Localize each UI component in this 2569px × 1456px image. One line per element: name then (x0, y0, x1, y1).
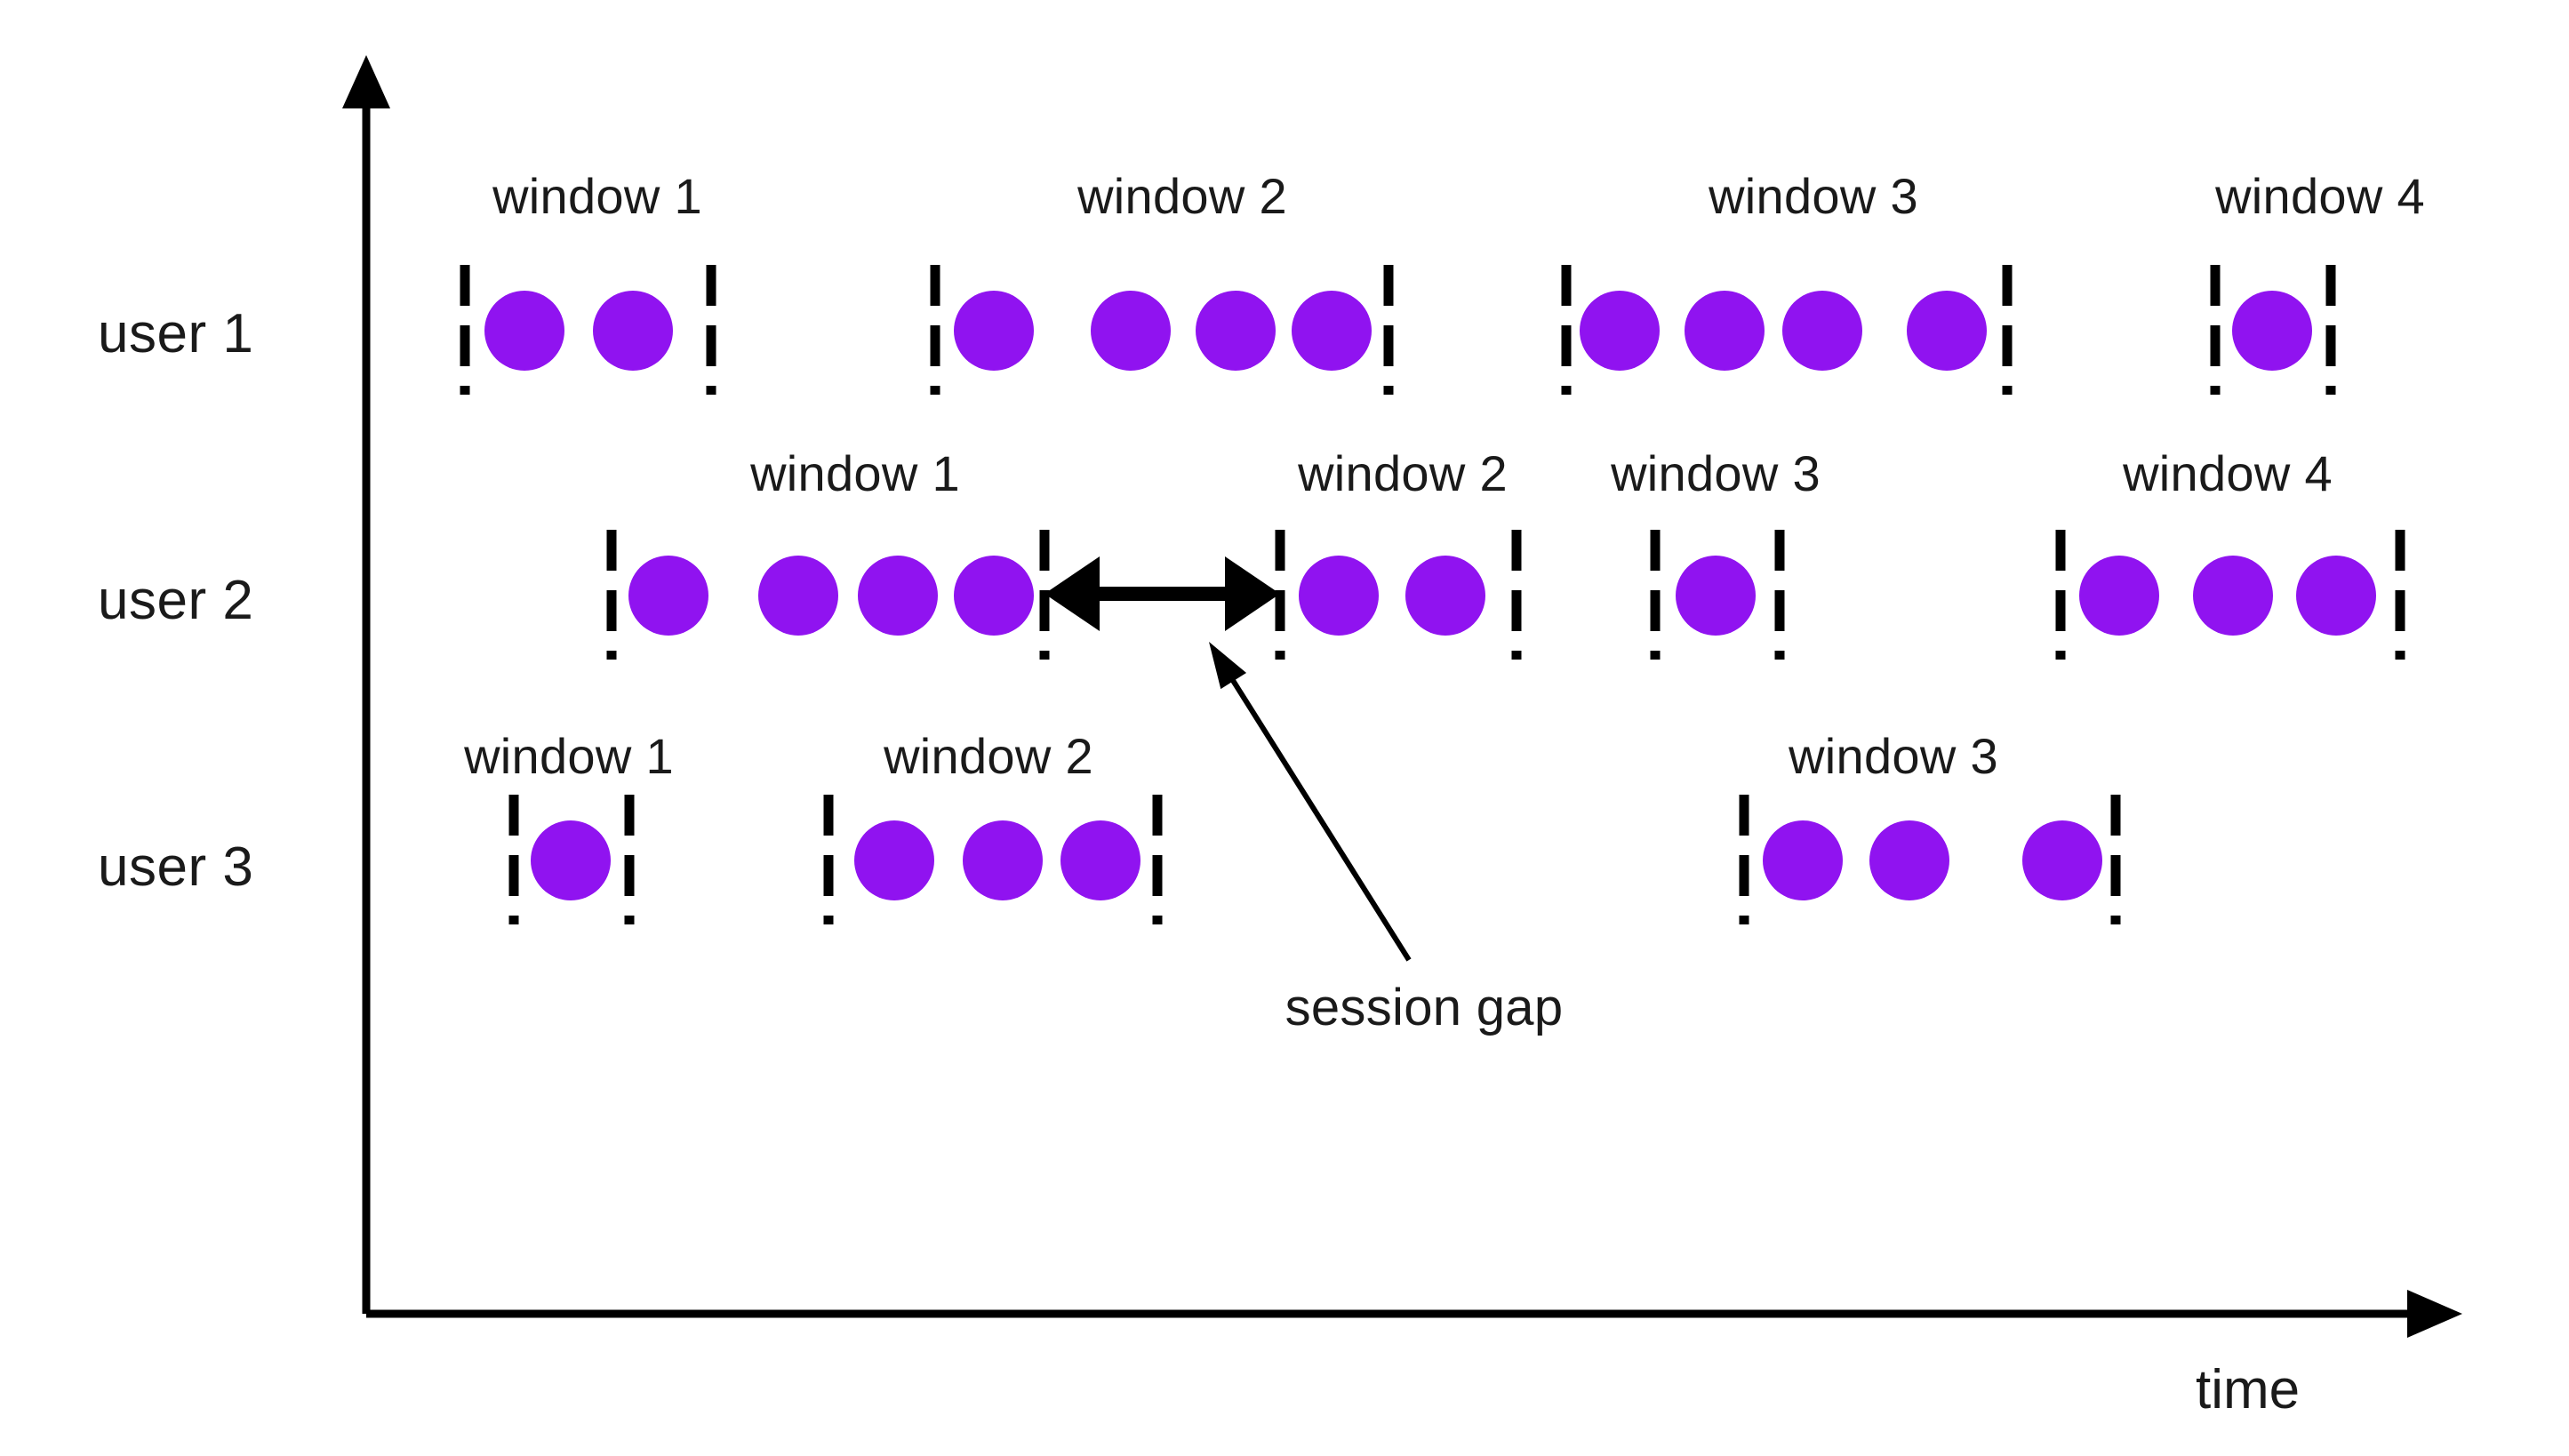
event-dot-u1-w2-e2 (1091, 291, 1171, 371)
event-dot-u3-w1-e1 (531, 820, 611, 900)
session-gap-label: session gap (1284, 979, 1564, 1036)
event-dot-u1-w2-e4 (1292, 291, 1372, 371)
event-dot-u2-w1-e2 (758, 556, 838, 636)
event-dot-u2-w4-e3 (2296, 556, 2376, 636)
session-gap-leader-arrowhead (1209, 642, 1247, 690)
window-label-u2-w1: window 1 (750, 445, 960, 501)
event-dot-u2-w1-e3 (858, 556, 938, 636)
event-dot-u1-w2-e1 (954, 291, 1034, 371)
event-dot-u3-w2-e2 (963, 820, 1043, 900)
event-dot-u1-w3-e2 (1685, 291, 1765, 371)
event-dot-u2-w2-e1 (1299, 556, 1379, 636)
row-label-user-3: user 3 (98, 836, 254, 898)
window-label-u3-w3: window 3 (1789, 728, 1998, 784)
session-gap-arrowhead-right (1225, 556, 1280, 631)
y-axis-arrowhead (342, 55, 390, 108)
event-dot-u3-w3-e3 (2022, 820, 2102, 900)
event-dot-u2-w4-e2 (2193, 556, 2273, 636)
event-dot-u1-w3-e3 (1782, 291, 1862, 371)
window-label-u2-w3: window 3 (1611, 445, 1821, 501)
event-dot-u1-w2-e3 (1196, 291, 1276, 371)
window-label-u2-w2: window 2 (1298, 445, 1508, 501)
window-label-u1-w3: window 3 (1709, 168, 1918, 224)
axes-group (342, 55, 2462, 1338)
event-dot-u2-w1-e4 (954, 556, 1034, 636)
x-axis-label: time (2196, 1359, 2301, 1420)
event-dot-u2-w1-e1 (628, 556, 708, 636)
window-label-u1-w4: window 4 (2215, 168, 2425, 224)
x-axis-arrowhead (2407, 1290, 2462, 1338)
event-dot-u1-w3-e4 (1907, 291, 1987, 371)
event-dot-u3-w3-e1 (1763, 820, 1843, 900)
window-brackets-group (460, 265, 2405, 924)
session-gap-arrowhead-left (1044, 556, 1100, 631)
event-dot-u3-w2-e1 (854, 820, 934, 900)
window-label-u1-w1: window 1 (492, 168, 702, 224)
session-gap-leader-line (1220, 663, 1412, 962)
window-label-u3-w2: window 2 (884, 728, 1093, 784)
event-dot-u2-w2-e2 (1405, 556, 1485, 636)
session-gap-annotation-group (1044, 556, 1412, 962)
window-label-u1-w2: window 2 (1077, 168, 1287, 224)
event-dot-u1-w1-e2 (593, 291, 673, 371)
window-label-u3-w1: window 1 (464, 728, 674, 784)
event-dots-group (484, 291, 2376, 900)
event-dot-u2-w4-e1 (2079, 556, 2159, 636)
event-dot-u1-w4-e1 (2232, 291, 2312, 371)
event-dot-u3-w2-e3 (1060, 820, 1140, 900)
event-dot-u1-w1-e1 (484, 291, 564, 371)
event-dot-u2-w3-e1 (1676, 556, 1756, 636)
row-label-user-2: user 2 (98, 570, 254, 631)
row-label-user-1: user 1 (98, 303, 254, 364)
window-label-u2-w4: window 4 (2123, 445, 2333, 501)
event-dot-u1-w3-e1 (1580, 291, 1660, 371)
event-dot-u3-w3-e2 (1869, 820, 1949, 900)
